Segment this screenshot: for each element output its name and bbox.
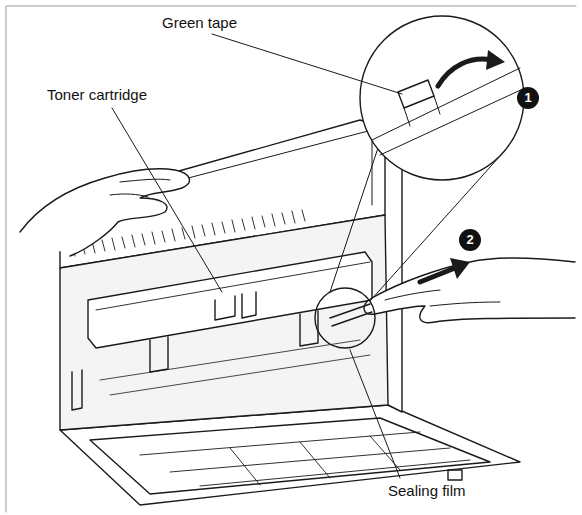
printer-opening [60,215,388,430]
zoom-circle [360,16,524,180]
left-latch [72,370,82,410]
left-fingers [110,179,170,197]
right-fingers [385,290,500,306]
tape-lines [404,96,440,126]
cartridge-guides [150,311,318,372]
callout-number: 1 [524,91,531,105]
lid-edge [150,130,372,205]
right-hand [364,258,575,323]
paper-guides [230,436,400,485]
cover-ribs [140,432,470,486]
inner-lines [100,340,370,395]
green-tape-drawing [398,80,434,108]
leader-line [212,34,402,94]
leader-line [350,350,400,478]
cartridge-handle [215,292,256,320]
detail-circle [315,288,375,348]
zoom-cartridge-edge [372,68,525,155]
part-label: Sealing film [386,482,468,500]
part-label: Toner cartridge [45,86,149,104]
sealing-film-drawing [330,304,372,326]
arrow-pull-film [420,268,455,282]
arrowhead [486,50,505,70]
arrowhead [450,258,470,279]
toner-cartridge [88,252,372,348]
frame-line [6,6,576,512]
left-hand [20,169,189,256]
leader-line [112,108,222,292]
callout-number: 2 [466,233,473,247]
arrow-pull-tape [438,59,492,86]
cartridge-edge [96,262,370,310]
part-label: Green tape [160,14,239,32]
callout-circle [459,229,481,251]
cover-button [448,470,462,480]
printer-drawing [6,6,576,512]
callout-circle [517,87,539,109]
